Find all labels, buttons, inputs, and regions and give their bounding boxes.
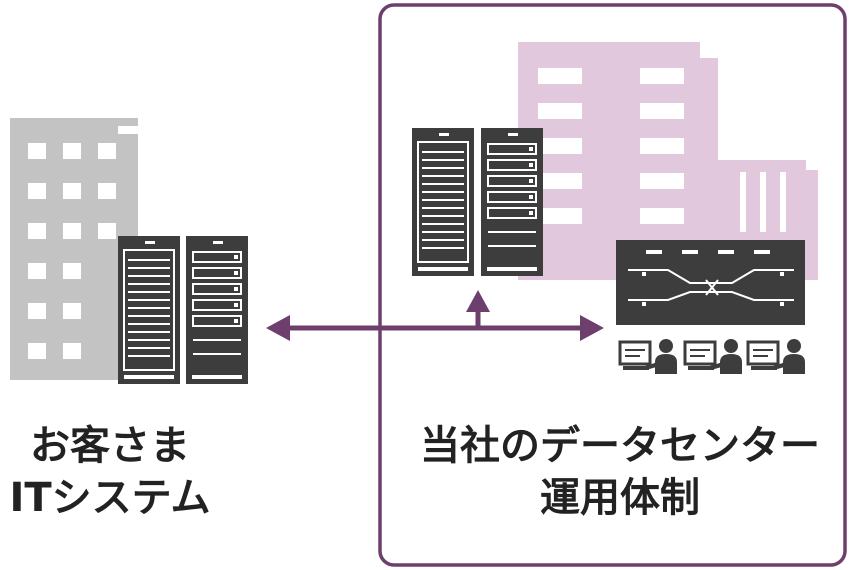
customer-system-label: お客さま ITシステム — [0, 420, 220, 524]
datacenter-label: 当社のデータセンター 運用体制 — [400, 420, 840, 524]
network-switch-icon — [616, 240, 805, 325]
connection-arrow — [266, 290, 604, 341]
customer-label-line1: お客さま — [30, 423, 190, 469]
dc-server-rack-icon — [411, 127, 544, 277]
datacenter-label-line2: 運用体制 — [540, 475, 700, 521]
datacenter-frame — [378, 3, 847, 567]
datacenter-label-line1: 当社のデータセンター — [420, 423, 820, 469]
customer-building-icon — [10, 118, 138, 380]
customer-label-line2: ITシステム — [9, 475, 211, 521]
customer-server-rack-icon — [117, 235, 249, 385]
operators-icon — [618, 337, 807, 376]
